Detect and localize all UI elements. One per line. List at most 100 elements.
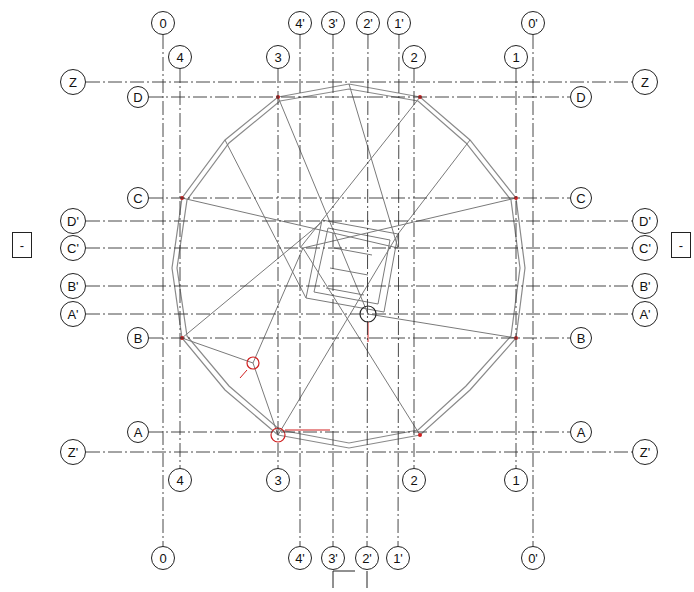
grid-label: Z' [632, 439, 658, 465]
grid-bubble: 3' [321, 546, 345, 570]
grid-label: C [570, 187, 592, 209]
grid-bubble: B [570, 327, 592, 349]
perimeter-ring [172, 84, 525, 448]
grid-bubble: 2 [402, 45, 426, 69]
grid-label: 2 [402, 45, 426, 69]
grid-label: 1' [386, 546, 410, 570]
grid-label: A' [632, 301, 658, 327]
grid-line [300, 35, 301, 546]
grid-label: 2' [355, 546, 379, 570]
grid-line [86, 452, 632, 453]
grid-label: 1 [504, 45, 528, 69]
grid-label: D' [60, 208, 86, 234]
grid-bubble: Z [632, 69, 658, 95]
grid-bubble: A' [632, 301, 658, 327]
grid-bubble: Z' [632, 439, 658, 465]
grid-label: 0' [521, 546, 545, 570]
grid-bubble: 1 [504, 45, 528, 69]
grid-line [86, 221, 632, 222]
grid-bubble: 0' [521, 546, 545, 570]
grid-label: 0' [521, 11, 545, 35]
grid-bubble: 0' [521, 11, 545, 35]
grid-label: 3 [266, 45, 290, 69]
grid-label: 1' [387, 11, 411, 35]
grid-bubble: 2' [355, 546, 379, 570]
grid-label: 4 [168, 468, 192, 492]
grid-bubble: 3 [266, 468, 290, 492]
detail-markers [247, 306, 376, 442]
grid-bubble: D' [60, 208, 86, 234]
bracket [333, 571, 367, 588]
grid-label: 4' [288, 546, 312, 570]
grid-label: 2' [356, 11, 380, 35]
grid-line [398, 35, 400, 546]
grid-bubble: 1' [386, 546, 410, 570]
grid-bubble: 4' [288, 11, 312, 35]
grid-label: 4 [168, 45, 192, 69]
grid-bubble: D' [632, 208, 658, 234]
grid-label: 1 [504, 468, 528, 492]
grid-line [86, 314, 632, 315]
grid-label: C' [632, 235, 658, 261]
grid-label: B [127, 327, 149, 349]
grid-bubble: 4' [288, 546, 312, 570]
grid-label: 0 [151, 546, 175, 570]
grid-bubble: A [570, 421, 592, 443]
grid-label: A [127, 421, 149, 443]
grid-label: A' [60, 301, 86, 327]
grid-bubble: 0 [151, 546, 175, 570]
grid-label: A [570, 421, 592, 443]
grid-label: D [127, 86, 149, 108]
grid-line [333, 35, 334, 546]
grid-label: C [127, 187, 149, 209]
grid-line [533, 35, 534, 546]
grid-bubble: C' [632, 235, 658, 261]
beam-lines [182, 84, 516, 435]
grid-label: 0 [151, 11, 175, 35]
section-box: - [12, 232, 32, 258]
grid-bubble: 3' [321, 11, 345, 35]
grid-label: 2 [402, 468, 426, 492]
grid-bubble: 3 [266, 45, 290, 69]
column-dots [180, 95, 518, 437]
grid-line [149, 97, 570, 98]
grid-bubble: 1 [504, 468, 528, 492]
grid-bubble: 0 [151, 11, 175, 35]
grid-label: Z [632, 69, 658, 95]
grid-label: Z [60, 69, 86, 95]
grid-label: 3' [321, 546, 345, 570]
grid-label: 3' [321, 11, 345, 35]
grid-label: - [12, 232, 32, 258]
grid-line [86, 286, 632, 287]
grid-label: Z' [60, 439, 86, 465]
grid-bubble: B' [632, 273, 658, 299]
grid-label: D [570, 86, 592, 108]
grid-bubble: A' [60, 301, 86, 327]
grid-label: 4' [288, 11, 312, 35]
grid-bubble: 4 [168, 468, 192, 492]
grid-bubble: Z' [60, 439, 86, 465]
grid-label: 3 [266, 468, 290, 492]
grid-label: - [671, 232, 691, 258]
grid-bubble: C [127, 187, 149, 209]
grid-line [86, 248, 632, 249]
grid-bubble: B [127, 327, 149, 349]
grid-bubble: 4 [168, 45, 192, 69]
grid-line [163, 35, 164, 546]
grid-bubble: 1' [387, 11, 411, 35]
grid-line [414, 69, 415, 468]
grid-bubble: A [127, 421, 149, 443]
grid-label: B' [60, 273, 86, 299]
grid-line [278, 69, 279, 468]
grid-bubble: C' [60, 235, 86, 261]
grid-bubble: D [570, 86, 592, 108]
grid-label: B' [632, 273, 658, 299]
grid-line [149, 198, 570, 199]
grid-line [180, 69, 181, 468]
grid-line [516, 69, 517, 468]
section-box: - [671, 232, 691, 258]
grid-bubble: D [127, 86, 149, 108]
grid-bubble: 2' [356, 11, 380, 35]
